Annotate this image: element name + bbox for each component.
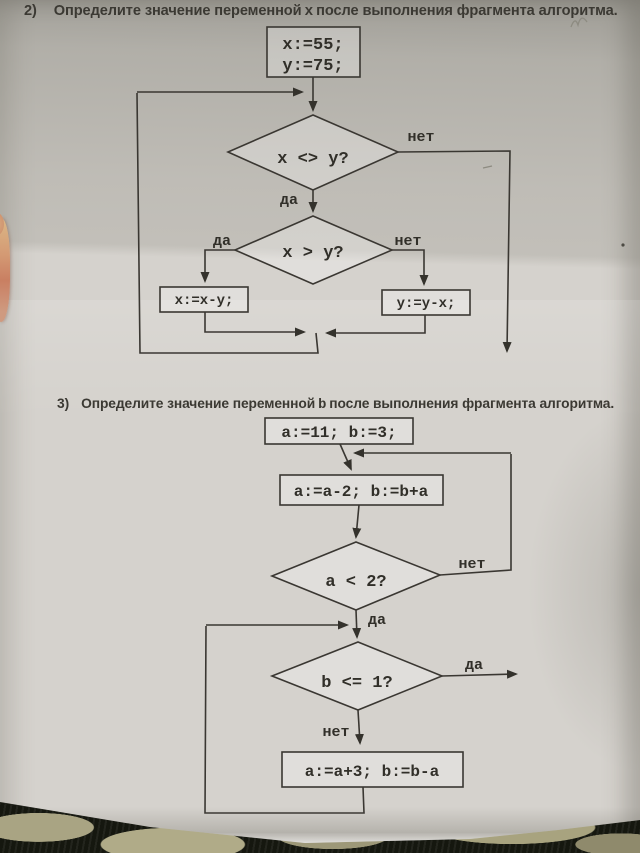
pencil-dash [482, 165, 493, 169]
question3-number: 3) [57, 396, 70, 411]
flowchart-q2: x:=55; y:=75; x <> y? нет да x > y? да н… [136, 26, 512, 354]
question3-title-prefix: Определите значение переменной [81, 396, 316, 411]
q2-merge-left-line [204, 312, 306, 337]
q3-arrow-init-to-body [339, 443, 352, 471]
flowchart-q3: a:=11; b:=3; a:=a-2; b:=b+a a < 2? нет д… [204, 417, 518, 814]
q2-decision2-label: x > y? [282, 244, 343, 263]
paper-shadow-right [440, 380, 640, 800]
q3-loop-body-text: a:=a-2; b:=b+a [294, 483, 429, 501]
q2-init-box [266, 26, 361, 78]
q2-decision1-yes-label: да [280, 192, 298, 209]
q2-decision2-yes-label: да [213, 233, 231, 250]
q2-assign-yes-box [159, 286, 249, 313]
q3-decision1-no-label: нет [458, 556, 485, 573]
q2-init-line1: x:=55; [282, 36, 343, 55]
pencil-dot [621, 243, 625, 247]
q2-merge-right-line [325, 315, 426, 338]
q2-assign-no-box [381, 289, 471, 316]
q3-update-box [281, 751, 464, 788]
q2-decision2-diamond [232, 215, 395, 285]
q2-no-branch-line [392, 249, 429, 286]
q3-loop-body-box [279, 474, 444, 506]
q2-exit-no-line [397, 150, 512, 353]
q3-decision1-label: a < 2? [325, 573, 386, 592]
q3-init-box [264, 417, 414, 445]
q3-arrow-cond1-to-cond2 [352, 609, 362, 639]
q2-loop-return-line [136, 92, 319, 354]
q2-decision2-no-label: нет [394, 233, 421, 250]
q3-init-text: a:=11; b:=3; [281, 424, 396, 442]
q3-arrow-body-to-cond1 [352, 504, 362, 539]
question2-title-suffix: после выполнения фрагмента алгоритма. [316, 3, 618, 19]
q2-assign-yes-text: x:=x-y; [175, 293, 234, 309]
question2-title-prefix: Определите значение переменной [53, 3, 302, 19]
paper-crease-highlight [0, 300, 640, 420]
q2-decision1-no-label: нет [407, 129, 434, 146]
question2-title-variable: x [304, 4, 314, 20]
q2-assign-no-text: y:=y-x; [397, 296, 456, 312]
q3-decision2-yes-label: да [465, 657, 483, 674]
fingertip-highlight [0, 212, 4, 236]
question3-title-suffix: после выполнения фрагмента алгоритма. [329, 396, 615, 411]
question2-number: 2) [24, 3, 37, 19]
pencil-squiggle [570, 17, 588, 28]
q3-update-text: a:=a+3; b:=b-a [305, 763, 440, 781]
q3-decision2-no-label: нет [322, 724, 349, 741]
q3-decision1-yes-label: да [368, 612, 386, 629]
q2-decision1-label: x <> y? [277, 150, 348, 169]
q3-exit-yes-arrow [441, 669, 518, 679]
question3-title-variable: b [318, 398, 327, 413]
q2-init-line2: y:=75; [282, 57, 343, 76]
q2-yes-branch-line [200, 249, 235, 283]
q3-decision2-label: b <= 1? [321, 674, 392, 693]
q3-arrow-cond2-to-update [354, 709, 364, 745]
q3-loop-no-line [439, 454, 512, 576]
finger-at-paper-edge [0, 212, 10, 322]
